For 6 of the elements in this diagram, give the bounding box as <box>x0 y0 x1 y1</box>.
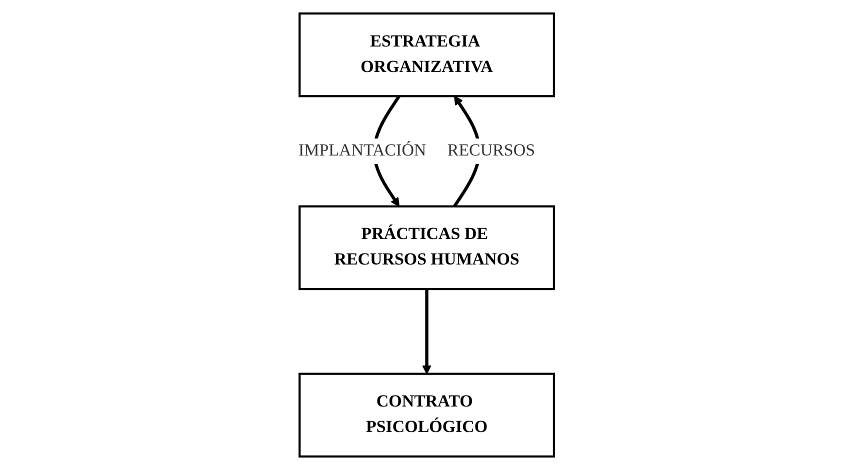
node-box: CONTRATO PSICOLÓGICO <box>298 372 555 458</box>
edge-label: RECURSOS <box>447 141 535 160</box>
node-box: PRÁCTICAS DE RECURSOS HUMANOS <box>298 204 555 290</box>
arrow <box>422 288 432 374</box>
node-box: ESTRATEGIA ORGANIZATIVA <box>298 12 555 97</box>
edge-label: IMPLANTACIÓN <box>298 141 426 160</box>
